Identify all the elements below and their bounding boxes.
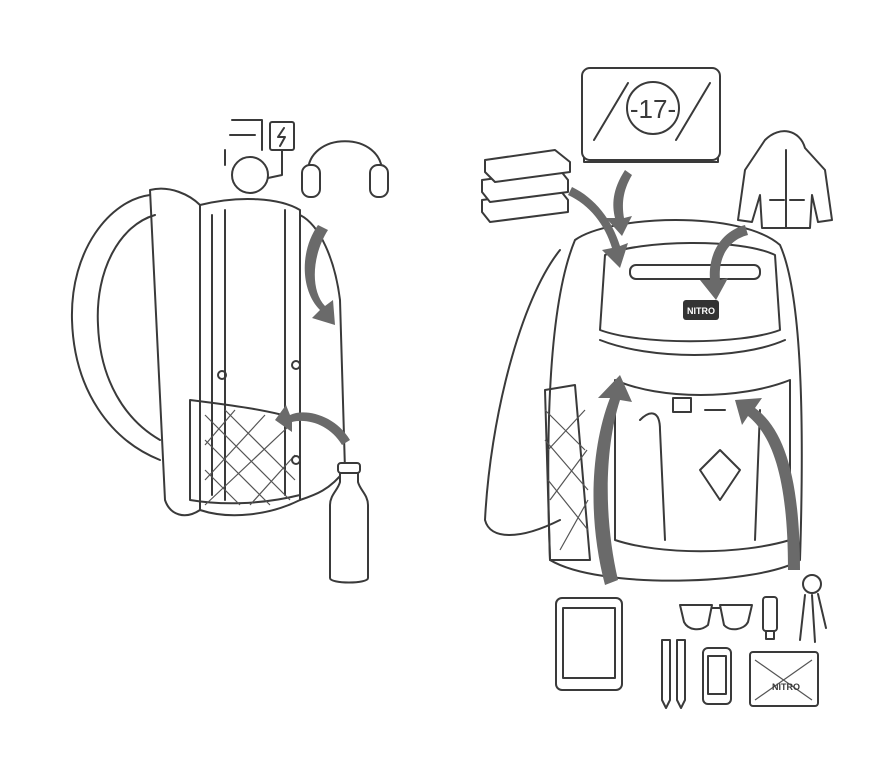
usb-stick-icon: [762, 596, 778, 640]
arrow-into-side-pocket: [275, 405, 350, 445]
arrow-jacket: [700, 225, 748, 300]
side-backpack: [70, 187, 350, 517]
arrow-left-small-items: [593, 375, 632, 585]
keys-icon: [799, 574, 827, 643]
smartphone-icon: [702, 647, 732, 705]
sunglasses-icon: [679, 604, 753, 631]
arrow-books: [568, 187, 628, 268]
arrow-right-small-items: [735, 398, 800, 570]
arrow-into-main-compartment: [304, 225, 335, 325]
front-backpack: NITRO: [484, 170, 803, 585]
pens-icon: [661, 639, 686, 709]
jacket-icon: [737, 130, 833, 229]
laptop-sticker-text: -17-: [630, 94, 676, 124]
cables-charger-icon: [224, 119, 295, 194]
wallet-icon: NITRO: [749, 651, 819, 707]
laptop-icon: -17-: [581, 67, 721, 163]
books-icon: [481, 149, 571, 223]
headphones-icon: [301, 140, 389, 198]
wallet-logo: NITRO: [772, 682, 800, 692]
nitro-logo-badge: NITRO: [687, 306, 715, 316]
arrow-tablet: [606, 170, 632, 236]
tablet-icon: [555, 597, 623, 691]
water-bottle-icon: [329, 462, 369, 584]
